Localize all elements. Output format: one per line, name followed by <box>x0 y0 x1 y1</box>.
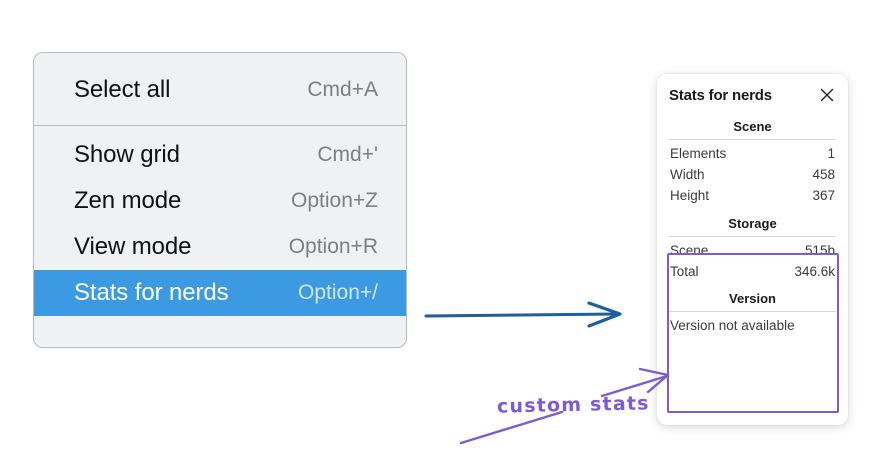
table-row: Elements 1 <box>667 143 838 164</box>
stat-key: Total <box>670 264 699 279</box>
close-icon[interactable] <box>818 86 836 104</box>
menu-group-2: Show grid Cmd+' Zen mode Option+Z View m… <box>34 126 406 322</box>
menu-item-label: Zen mode <box>74 187 182 214</box>
table-row: Version not available <box>667 315 838 336</box>
divider <box>669 236 836 237</box>
stat-value: 367 <box>812 188 835 203</box>
menu-item-shortcut: Option+/ <box>298 281 378 304</box>
menu-item-label: Show grid <box>74 141 180 168</box>
menu-item-view-mode[interactable]: View mode Option+R <box>34 224 406 270</box>
stat-key: Width <box>670 167 705 182</box>
menu-item-label: View mode <box>74 233 192 260</box>
table-row: Scene 515b <box>667 240 838 261</box>
menu-item-shortcut: Cmd+A <box>307 78 378 101</box>
menu-item-shortcut: Cmd+' <box>317 143 378 166</box>
table-row: Height 367 <box>667 185 838 206</box>
table-row: Total 346.6k <box>667 261 838 282</box>
stat-value: 346.6k <box>794 264 835 279</box>
section-storage: Storage Scene 515b Total 346.6k <box>667 213 838 282</box>
section-title-scene: Scene <box>733 119 772 134</box>
divider <box>669 311 836 312</box>
section-version: Version Version not available <box>667 288 838 336</box>
context-menu[interactable]: Select all Cmd+A Show grid Cmd+' Zen mod… <box>33 52 407 348</box>
flow-arrow-icon <box>424 301 622 328</box>
menu-item-zen-mode[interactable]: Zen mode Option+Z <box>34 178 406 224</box>
menu-item-select-all[interactable]: Select all Cmd+A <box>34 67 406 113</box>
stat-key: Height <box>670 188 710 203</box>
stat-key: Elements <box>670 146 727 161</box>
menu-item-shortcut: Option+Z <box>291 189 378 212</box>
version-status-text: Version not available <box>670 318 795 333</box>
menu-item-shortcut: Option+R <box>288 235 378 258</box>
table-row: Width 458 <box>667 164 838 185</box>
menu-item-label: Stats for nerds <box>74 279 229 306</box>
stat-value: 515b <box>804 243 835 258</box>
stat-value: 1 <box>827 146 835 161</box>
menu-item-show-grid[interactable]: Show grid Cmd+' <box>34 132 406 178</box>
stats-for-nerds-panel: Stats for nerds Scene Elements 1 Width 4… <box>657 74 848 425</box>
section-scene: Scene Elements 1 Width 458 Height 367 <box>667 116 838 206</box>
panel-header: Stats for nerds <box>667 86 838 104</box>
menu-item-label: Select all <box>74 76 171 103</box>
stat-value: 458 <box>812 167 835 182</box>
stat-key: Scene <box>670 243 709 258</box>
menu-item-stats-for-nerds[interactable]: Stats for nerds Option+/ <box>34 270 406 316</box>
custom-stats-annotation-label: custom stats <box>496 392 650 418</box>
menu-group-1: Select all Cmd+A <box>34 53 406 125</box>
menu-separator <box>34 125 406 126</box>
page-title: Stats for nerds <box>669 86 772 104</box>
divider <box>669 139 836 140</box>
section-title-storage: Storage <box>728 216 777 231</box>
section-title-version: Version <box>729 291 776 306</box>
